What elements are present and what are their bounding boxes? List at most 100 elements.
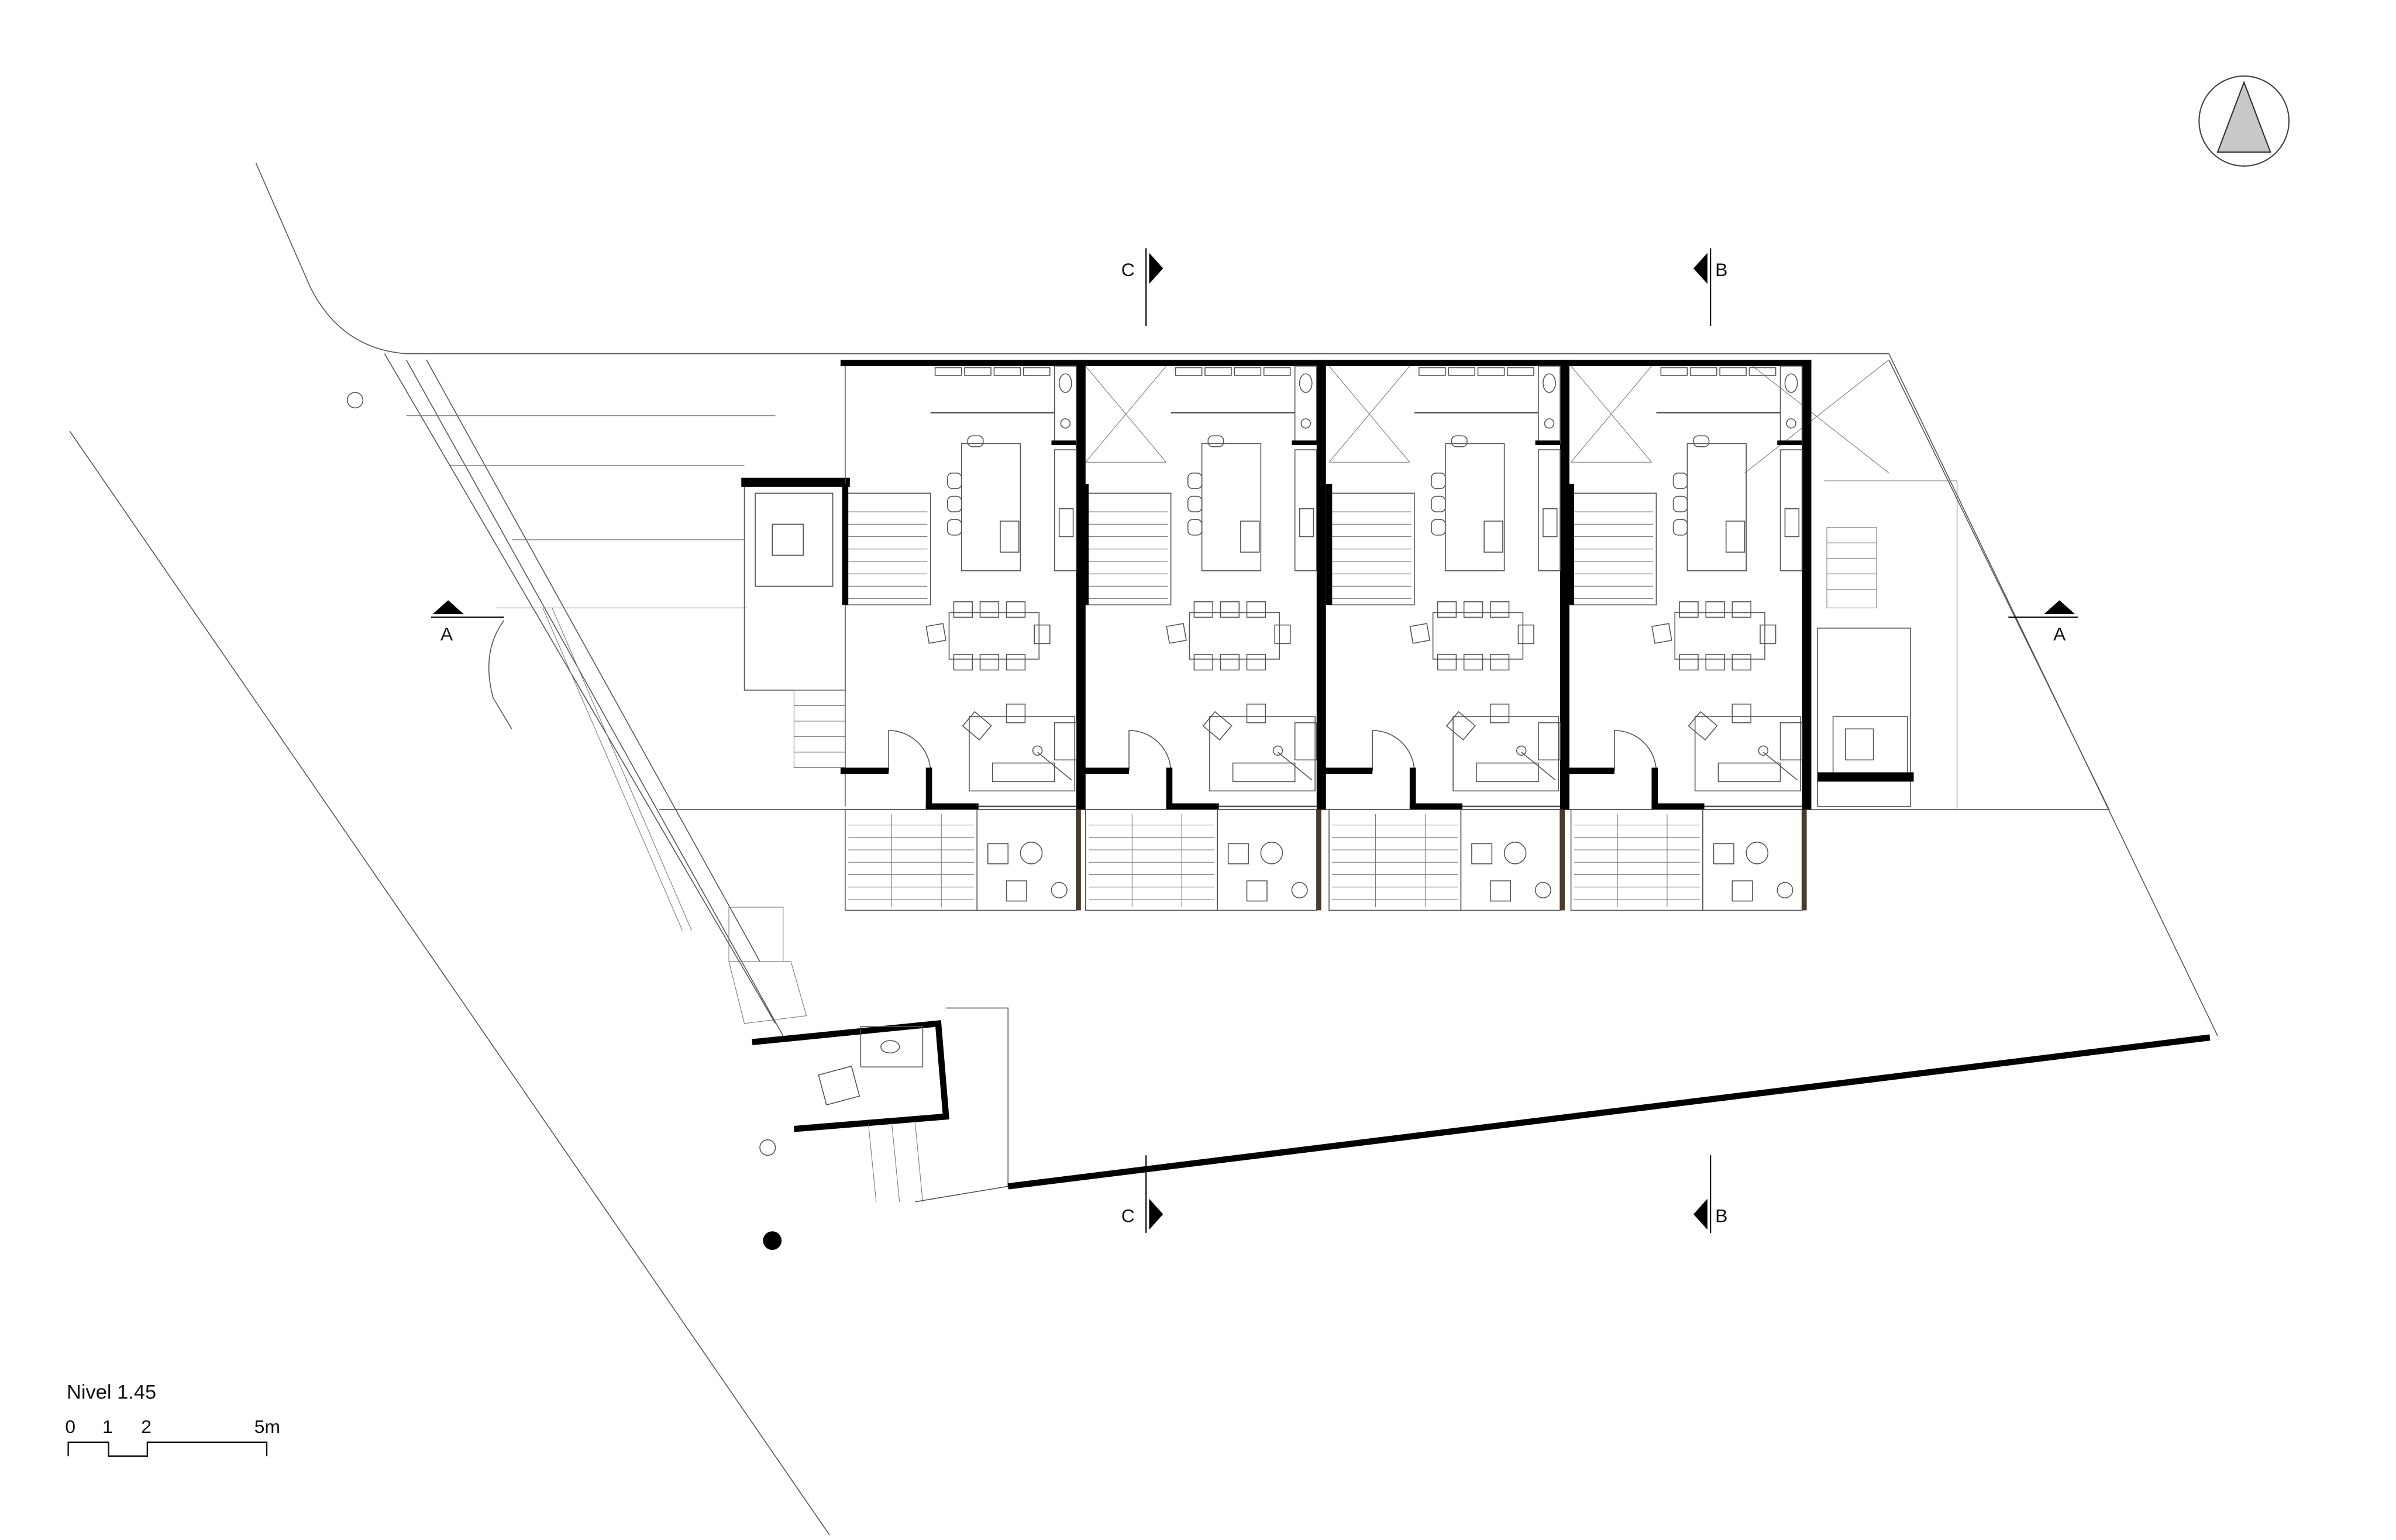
armchair-icon: [1227, 843, 1249, 864]
dining-table: [1189, 612, 1280, 660]
chair-icon: [1166, 623, 1187, 644]
level-title: Nivel 1.45: [67, 1381, 156, 1404]
chair-icon: [1731, 654, 1751, 671]
chair-icon: [1193, 601, 1213, 618]
stool-icon: [1187, 473, 1203, 490]
entry-door-icon: [1372, 730, 1415, 771]
sofa-icon: [1779, 722, 1803, 761]
rug: [969, 716, 1076, 792]
floor-lamp-icon: [1516, 745, 1527, 756]
wall-segment: [925, 767, 932, 810]
scale-tick-label: 5m: [254, 1416, 280, 1437]
section-marker-a-left: A: [431, 600, 504, 645]
stool-icon: [947, 473, 962, 490]
cooktop-icon: [1000, 521, 1020, 553]
chair-icon: [1006, 601, 1026, 618]
plant-icon: [1777, 881, 1793, 899]
chair-icon: [1489, 601, 1510, 618]
armchair-icon: [1445, 711, 1476, 741]
armchair-icon: [1006, 880, 1027, 902]
cooktop-icon: [1240, 521, 1260, 553]
wall-segment: [1651, 803, 1705, 810]
void-skylight: [1085, 366, 1167, 463]
armchair-icon: [1246, 880, 1268, 902]
guard-house: [752, 1020, 949, 1202]
stool-icon: [1431, 519, 1446, 536]
scale-bar: 0 1 2 5m: [65, 1416, 280, 1457]
sofa-icon: [1476, 762, 1539, 783]
dining-set: [1166, 601, 1291, 671]
wall-segment: [1051, 440, 1076, 446]
toilet-icon: [1058, 373, 1072, 393]
sofa-icon: [1538, 722, 1561, 761]
chair-icon: [1705, 654, 1725, 671]
round-table-icon: [1020, 841, 1043, 864]
cooktop-icon: [1483, 521, 1503, 553]
armchair-icon: [1489, 704, 1510, 724]
rug: [1694, 716, 1801, 792]
section-marker-c-bottom: C: [1121, 1155, 1163, 1233]
wall-segment: [1292, 440, 1317, 446]
window-panel: [993, 367, 1021, 376]
armchair-icon: [1202, 711, 1233, 741]
top-wall: [1566, 360, 1812, 366]
section-label: C: [1121, 259, 1135, 280]
sink-icon: [1058, 508, 1074, 538]
wall-segment: [1409, 803, 1463, 810]
section-label: B: [1715, 259, 1727, 280]
living-set: [1445, 704, 1561, 792]
armchair-icon: [1471, 843, 1493, 864]
chair-icon: [1437, 654, 1457, 671]
party-wall: [1560, 360, 1569, 810]
sink-icon: [1299, 508, 1314, 538]
wall-segment: [1166, 803, 1219, 810]
window-panel: [1175, 367, 1203, 376]
living-set: [1202, 704, 1317, 792]
unit-1: [840, 360, 1086, 911]
stair-outline: [1570, 809, 1703, 911]
party-wall: [1076, 360, 1086, 810]
living-set: [962, 704, 1077, 792]
terrace-post: [1560, 809, 1565, 911]
section-label: B: [1715, 1205, 1727, 1226]
bathroom: [1054, 366, 1077, 445]
stool-icon: [1672, 519, 1688, 536]
section-label: A: [440, 623, 453, 645]
terrace: [1460, 809, 1565, 911]
stool-icon: [1187, 495, 1203, 512]
armchair-icon: [1246, 704, 1266, 724]
unit-3: [1324, 360, 1569, 911]
window-panel: [1719, 367, 1747, 376]
armchair-icon: [1713, 843, 1734, 864]
dining-table: [1674, 612, 1765, 660]
rug: [1209, 716, 1316, 792]
top-wall: [1324, 360, 1569, 366]
top-wall: [840, 360, 1086, 366]
plant-icon: [1291, 881, 1308, 899]
window-panel: [1689, 367, 1717, 376]
right-annex: [1817, 527, 1914, 807]
chair-icon: [1489, 654, 1510, 671]
sink-icon: [1060, 418, 1071, 429]
left-annex: [741, 360, 850, 807]
wall-segment: [840, 767, 889, 774]
chair-icon: [1006, 654, 1026, 671]
window-panel: [1748, 367, 1777, 376]
survey-point: [763, 1231, 782, 1250]
interior-stair: [1326, 484, 1415, 605]
chair-icon: [1437, 601, 1457, 618]
chair-icon: [1705, 601, 1725, 618]
terrace: [1217, 809, 1321, 911]
tree-marker: [759, 1139, 776, 1156]
chair-icon: [979, 601, 1000, 618]
chair-icon: [925, 623, 946, 644]
sofa-icon: [1232, 762, 1296, 783]
window-panel: [1204, 367, 1232, 376]
terrace: [1702, 809, 1807, 911]
dining-table: [948, 612, 1040, 660]
sink-icon: [1786, 418, 1796, 429]
wall-segment: [1082, 484, 1089, 605]
window-panel: [1263, 367, 1291, 376]
section-marker-c-top: C: [1121, 248, 1163, 326]
plant-icon: [1534, 881, 1551, 899]
